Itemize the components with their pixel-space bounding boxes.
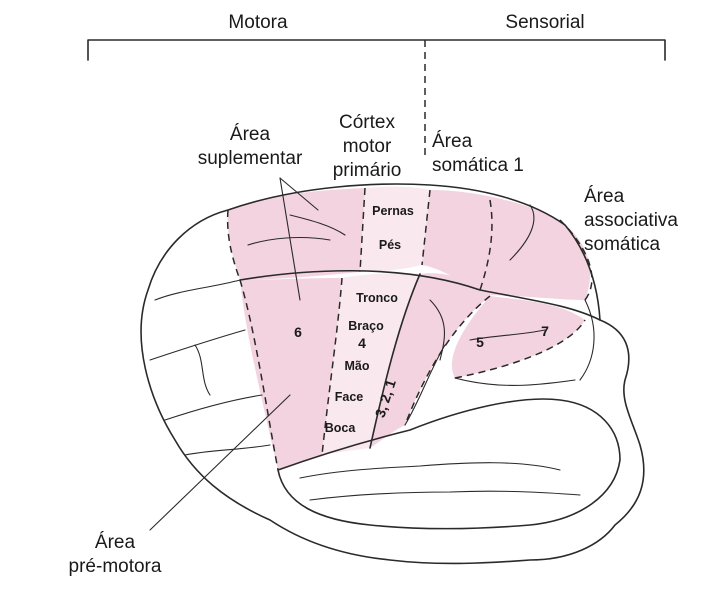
area-5-number: 5: [476, 334, 484, 350]
association-area-label-2: associativa: [584, 210, 678, 231]
primary-motor-label-3: primário: [333, 160, 402, 181]
primary-motor-label-1: Córtex: [339, 112, 395, 133]
arm-label: Braço: [348, 319, 384, 333]
premotor-area-label-1: Área: [95, 532, 136, 553]
somatic-area-1-label-2: somática 1: [432, 155, 524, 176]
somatic-area-1-label-1: Área: [432, 131, 473, 152]
trunk-label: Tronco: [356, 291, 398, 305]
feet-label: Pés: [379, 238, 401, 252]
hand-label: Mão: [345, 359, 370, 373]
supplementary-area-label-2: suplementar: [198, 148, 303, 169]
association-area-label-1: Área: [584, 186, 625, 207]
supplementary-area-label-1: Área: [230, 124, 271, 145]
legs-feet-region: [360, 187, 430, 272]
area-6-number: 6: [294, 324, 302, 340]
cortex-regions: [228, 187, 591, 470]
premotor-area-label-2: pré-motora: [69, 556, 162, 577]
sensory-header: Sensorial: [505, 12, 584, 33]
area-7-number: 7: [541, 323, 549, 339]
legs-label: Pernas: [372, 204, 414, 218]
primary-motor-label-2: motor: [343, 136, 392, 157]
mouth-label: Boca: [325, 421, 357, 435]
motor-header: Motora: [228, 12, 288, 33]
area-4-number: 4: [358, 335, 366, 351]
association-area-label-3: somática: [584, 234, 660, 255]
face-label: Face: [335, 390, 364, 404]
